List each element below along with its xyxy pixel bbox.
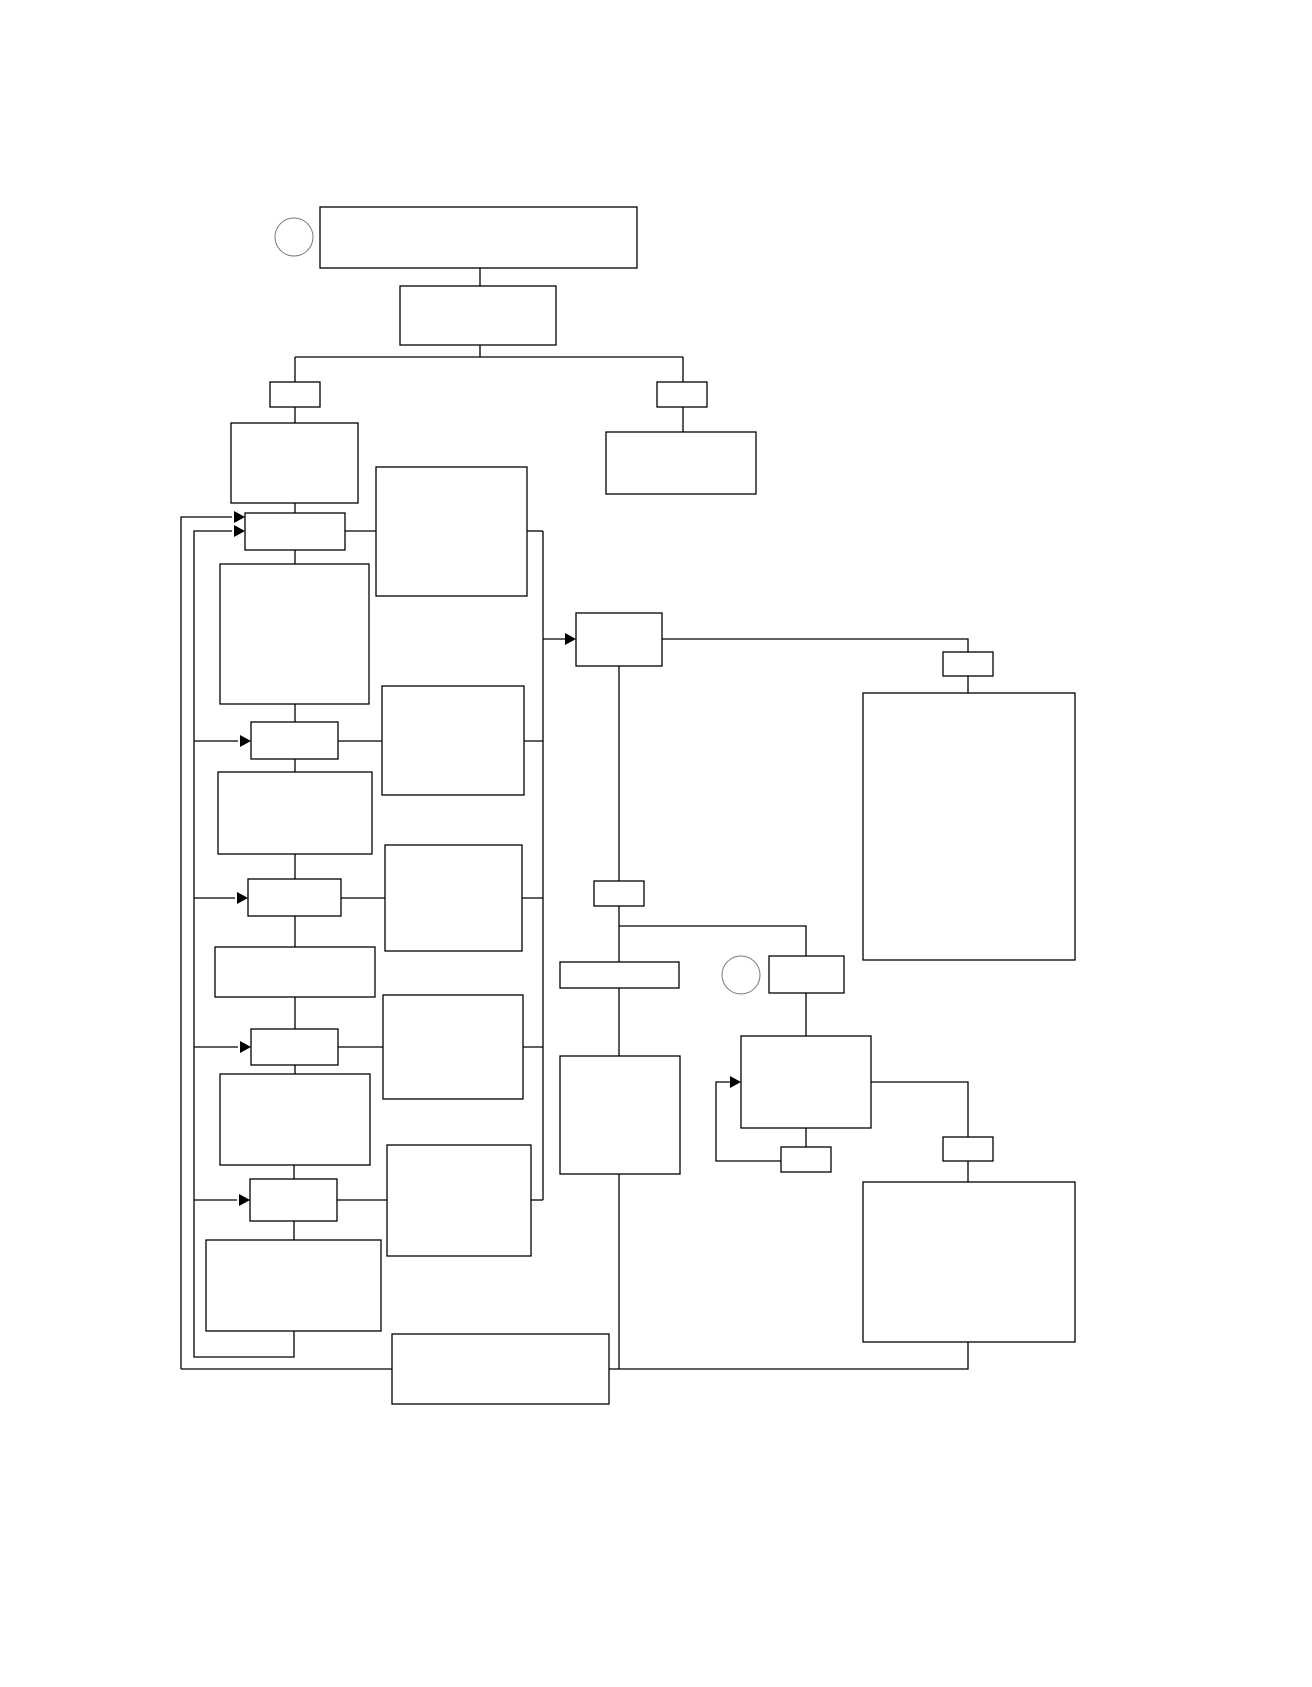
process-box [219,1073,371,1166]
process-box [559,1055,681,1175]
arrowhead-icon [234,511,245,523]
branch-label-box [942,651,994,677]
process-box [399,285,557,346]
connector-circle [721,955,761,995]
arrowhead-icon [237,892,248,904]
process-box [384,844,523,952]
connector-line [715,1081,781,1162]
decision-box [244,512,346,551]
process-box [381,685,525,796]
process-box [214,946,376,998]
arrowhead-icon [234,525,245,537]
branch-label-box [593,880,645,907]
process-box [217,771,373,855]
process-box [740,1035,872,1129]
connector-line [180,516,232,1369]
process-box [205,1239,382,1332]
process-box [219,563,370,705]
decision-box [249,1178,338,1222]
connector-line [871,1081,969,1137]
branch-label-box [780,1146,832,1173]
process-box [559,961,680,989]
arrowhead-icon [565,633,576,645]
arrowhead-icon [239,1194,250,1206]
start-process-box [319,206,638,269]
branch-label-box [269,381,321,408]
process-box [605,431,757,495]
connector-circles [274,217,761,995]
branch-label-box [656,381,708,408]
end-process-box [391,1333,610,1405]
decision-box [247,878,342,917]
arrowheads [234,511,741,1206]
decision-box [250,1028,339,1066]
process-box [862,692,1076,961]
process-box [382,994,524,1100]
decision-box [250,721,339,760]
connector-line [662,638,969,652]
process-box [375,466,528,597]
decision-box [575,612,663,667]
flow-boxes [205,206,1076,1405]
arrowhead-icon [240,735,251,747]
process-box [386,1144,532,1257]
arrowhead-icon [240,1041,251,1053]
connectors [180,268,969,1370]
connector-circle [274,217,314,257]
decision-box [768,955,845,994]
connector-line [619,925,807,956]
arrowhead-icon [730,1076,741,1088]
process-box [230,422,359,504]
connector-line [193,530,295,1358]
branch-label-box [942,1136,994,1162]
process-box [862,1181,1076,1343]
